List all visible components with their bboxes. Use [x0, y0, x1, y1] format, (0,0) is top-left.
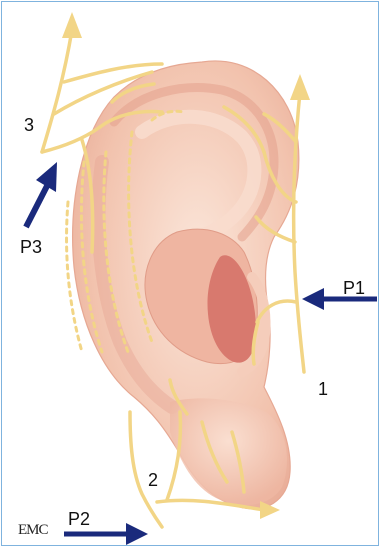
- arrow-p1: [302, 288, 377, 310]
- nerve-arrowhead-top-left: [62, 12, 82, 38]
- label-2: 2: [148, 471, 158, 489]
- ear-diagram: [2, 2, 379, 546]
- label-p3: P3: [20, 238, 42, 256]
- label-1: 1: [318, 380, 328, 398]
- arrow-p3: [26, 162, 57, 227]
- label-p1: P1: [343, 279, 365, 297]
- emc-logo: EMC: [18, 522, 48, 539]
- nerve-arrowhead-top-right: [290, 74, 310, 100]
- label-3: 3: [24, 116, 34, 134]
- label-p2: P2: [68, 510, 90, 528]
